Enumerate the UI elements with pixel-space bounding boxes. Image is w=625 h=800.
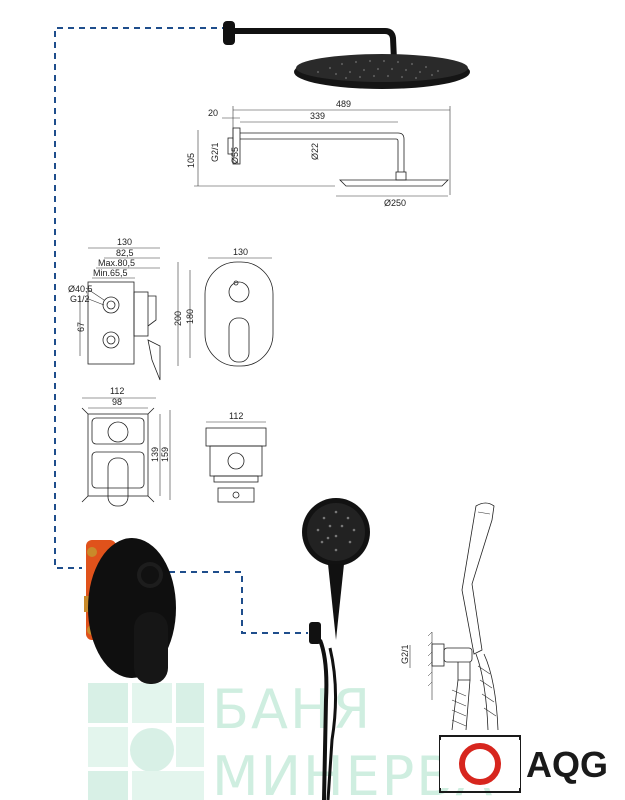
dim-arm-flange: Ø55: [230, 147, 240, 164]
dim-box-top-width: 112: [229, 411, 243, 421]
dim-box-outer: 112: [110, 386, 124, 396]
dim-arm-offset: 20: [208, 108, 218, 118]
dim-side-min: Min.65,5: [93, 268, 128, 278]
holder-drawing: G2/1: [400, 502, 499, 731]
dim-arm-height: 105: [186, 153, 196, 168]
dim-side-port: Ø40,5: [68, 284, 93, 294]
dim-box-inner: 98: [112, 397, 122, 407]
valve-front-view: 130 200 180: [173, 247, 274, 367]
dim-arm-thread: G2/1: [210, 142, 220, 162]
hand-shower: [302, 498, 370, 800]
dim-holder-thread: G2/1: [400, 644, 410, 664]
dim-box-h2: 159: [160, 447, 170, 462]
concealed-valve: [84, 538, 176, 684]
brand-logo: AQG: [439, 735, 608, 793]
dim-box-h1: 139: [150, 447, 160, 462]
valve-side-view: 130 82,5 Max.80,5 Min.65,5 Ø40,5 G1/2 67: [68, 237, 161, 381]
dim-front-height: 200: [173, 311, 183, 326]
connector-lines: [54, 27, 308, 634]
logo-ring-icon: [459, 743, 501, 785]
dim-head-diameter: Ø250: [384, 198, 406, 208]
dim-side-d1: 82,5: [116, 248, 134, 258]
connector-valve-to-handshower: [158, 571, 308, 634]
watermark-line-1: БАНЯ: [212, 678, 372, 741]
dim-arm-pipe: Ø22: [310, 143, 320, 160]
mounting-box-view: 112 98 139 159: [81, 386, 171, 507]
logo-text: AQG: [526, 744, 608, 785]
dim-front-inner: 180: [185, 309, 195, 324]
connector-head-to-valve: [54, 27, 228, 569]
shower-arm-drawing: 489 339 20 Ø250 105 G2/1 Ø55 Ø22: [186, 99, 451, 208]
dim-side-width: 130: [117, 237, 132, 247]
dim-side-height: 67: [76, 322, 86, 332]
dim-arm-total: 489: [336, 99, 351, 109]
dim-side-max: Max.80,5: [98, 258, 135, 268]
dim-front-width: 130: [233, 247, 248, 257]
watermark-logo-tiles: [88, 683, 204, 800]
watermark: БАНЯ МИНЕРВА: [88, 678, 492, 800]
rain-shower-head: [223, 21, 470, 89]
dim-arm-length: 339: [310, 111, 325, 121]
mounting-box-top-view: 112: [205, 411, 267, 503]
